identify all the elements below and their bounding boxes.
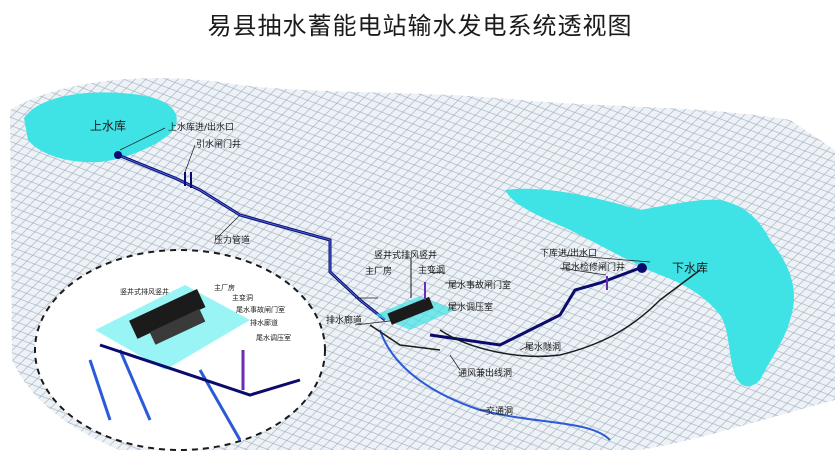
inset-transformer xyxy=(149,308,206,345)
tailrace-tunnel xyxy=(429,266,641,347)
label-main-plant: 主厂房 xyxy=(365,265,392,277)
inset-main-plant xyxy=(129,289,206,339)
inset-label-vent-shaft: 竖井式排风竖井 xyxy=(120,287,169,296)
lower-reservoir xyxy=(505,188,794,387)
label-lower-inlet: 下库进/出水口 xyxy=(540,247,597,259)
label-tail-maint: 尾水检修闸门井 xyxy=(562,261,625,273)
label-intake-gate-shaft: 引水闸门井 xyxy=(196,138,241,150)
inset-label-tail-surge: 尾水调压室 xyxy=(256,333,291,342)
leader-lines xyxy=(119,127,651,411)
lower-inlet-marker xyxy=(637,263,647,273)
label-tailrace: 尾水隧洞 xyxy=(525,341,561,353)
label-access: 交通洞 xyxy=(486,405,513,417)
upper-reservoir xyxy=(24,92,177,163)
inset-tunnel-dark xyxy=(99,343,301,397)
headrace-tunnel-inner xyxy=(117,154,386,321)
vent-cable-tunnel xyxy=(439,269,701,358)
upper-inlet-marker xyxy=(114,151,122,159)
drain-gallery xyxy=(369,324,441,351)
label-tail-surge: 尾水调压室 xyxy=(448,301,493,313)
label-shaft-vent: 竖井式排风竖井 xyxy=(374,249,437,261)
inset-label-tail-emergency: 尾水事故闸门室 xyxy=(236,305,285,314)
label-main-transformer: 主变洞 xyxy=(418,264,445,276)
lower-reservoir-label: 下水库 xyxy=(672,260,708,275)
diagram-title: 易县抽水蓄能电站输水发电系统透视图 xyxy=(207,12,633,40)
label-drain-gallery: 排水廊道 xyxy=(326,314,362,326)
main-plant-cavern xyxy=(387,296,434,325)
label-penstock: 压力管道 xyxy=(214,234,250,246)
upper-reservoir-label: 上水库 xyxy=(90,118,126,133)
inset-label-drain: 排水廊道 xyxy=(250,318,278,327)
label-tail-emergency: 尾水事故闸门室 xyxy=(448,279,511,291)
inset-label-main-transformer: 主变洞 xyxy=(232,293,253,302)
label-upper-inlet: 上水库进/出水口 xyxy=(168,121,234,133)
inset-label-main-plant: 主厂房 xyxy=(214,283,235,292)
label-vent-cable: 通风兼出线洞 xyxy=(458,367,512,379)
